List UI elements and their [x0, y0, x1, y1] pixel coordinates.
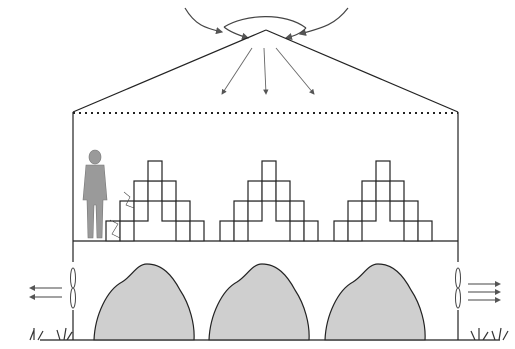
- inflow-arrow-left-2: [224, 27, 248, 38]
- stack-box: [276, 201, 290, 221]
- distribution-arrows: [222, 48, 314, 94]
- mound: [209, 264, 309, 340]
- stack-box: [134, 201, 148, 221]
- stack-box: [262, 161, 276, 181]
- down-arrow-right: [276, 48, 314, 94]
- stack-box: [176, 221, 190, 241]
- stack-box: [304, 221, 318, 241]
- inflow-arrow-right: [300, 8, 348, 34]
- inflow-arrow-left: [185, 8, 222, 32]
- stack-box: [290, 221, 304, 241]
- stack-box: [390, 181, 404, 201]
- stack-box: [148, 161, 162, 181]
- stack-box: [376, 161, 390, 181]
- roof-inflow-arrows: [185, 8, 348, 38]
- bedding-mounds: [94, 264, 425, 340]
- stack-box: [390, 201, 404, 221]
- stack-box: [148, 181, 162, 201]
- stack-box: [404, 201, 418, 221]
- stack-box: [162, 181, 176, 201]
- stack-box: [404, 221, 418, 241]
- stack-box: [220, 221, 234, 241]
- inflow-curve-top: [224, 17, 306, 28]
- stack-box: [176, 201, 190, 221]
- stack-box: [334, 221, 348, 241]
- stack-box: [248, 201, 262, 221]
- stack-box: [162, 201, 176, 221]
- down-arrow-center: [264, 48, 266, 94]
- person-icon: [83, 150, 107, 238]
- stack-box: [120, 221, 134, 241]
- stack-box: [190, 221, 204, 241]
- stack-box: [376, 181, 390, 201]
- stack-box: [362, 201, 376, 221]
- stack-box: [362, 181, 376, 201]
- stack-box: [262, 181, 276, 201]
- mound: [325, 264, 425, 340]
- stacked-boxes: [106, 161, 432, 241]
- stack-box: [134, 181, 148, 201]
- stack-box: [234, 201, 248, 221]
- stack-box: [248, 181, 262, 201]
- down-arrow-left: [222, 48, 252, 94]
- stack-box: [276, 181, 290, 201]
- stack-box: [348, 201, 362, 221]
- stack-box: [418, 221, 432, 241]
- stack-box: [120, 201, 134, 221]
- mound: [94, 264, 194, 340]
- stack-box: [348, 221, 362, 241]
- stack-box: [290, 201, 304, 221]
- stack-box: [234, 221, 248, 241]
